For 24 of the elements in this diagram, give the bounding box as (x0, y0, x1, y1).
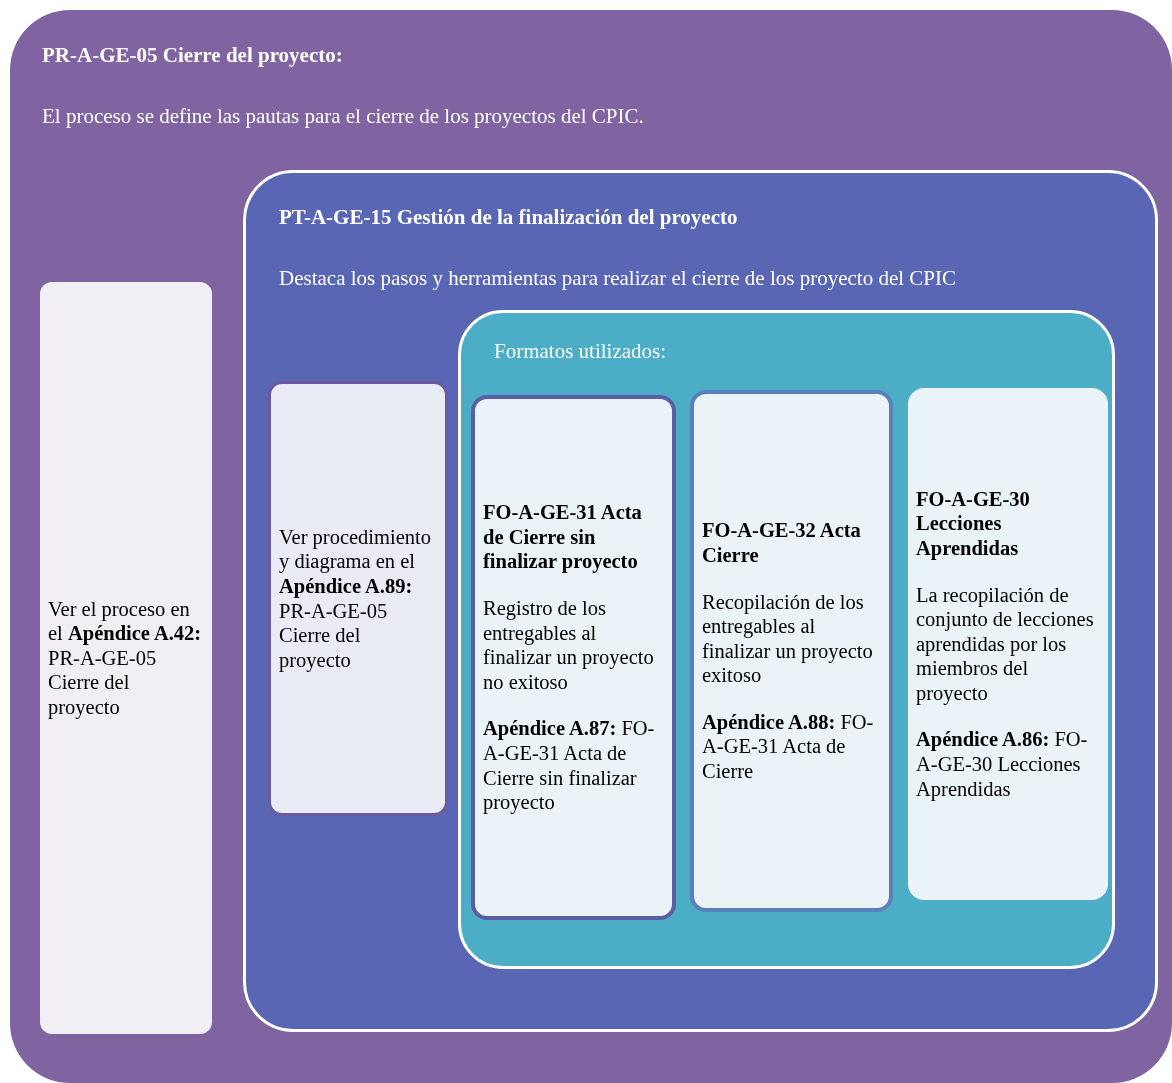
box-text: Ver el proceso en el Apéndice A.42: PR-A-GE-05 Cierre del proyecto (48, 596, 203, 720)
box-heading: PR-A-GE-05 Cierre del proyecto: (42, 43, 344, 69)
formats-panel (458, 310, 1115, 969)
box-heading: FO-A-GE-30 Lecciones Aprendidas (916, 486, 1031, 561)
format-card (690, 390, 893, 912)
box-heading: FO-A-GE-31 Acta de Cierre sin finalizar proyecto (483, 500, 643, 574)
box-heading: FO-A-GE-32 Acta Cierre (702, 518, 862, 568)
process-panel (10, 10, 1172, 1083)
reference-box (40, 282, 212, 1034)
box-text: El proceso se define las pautas para el cierre de los proyectos del CPIC. (42, 104, 645, 130)
box-text: Apéndice A.87: FO-A-GE-31 Acta de Cierre sin finalizar proyecto (483, 716, 656, 815)
reference-box (268, 381, 448, 816)
box-heading: PT-A-GE-15 Gestión de la finalización del proyecto (279, 205, 739, 231)
box-text: La recopilación de conjunto de lecciones aprendidas por los miembros del proyecto (916, 582, 1095, 706)
format-card (471, 395, 676, 920)
procedure-panel (243, 170, 1158, 1032)
box-text: Ver procedimiento y diagrama en el Apéndice A.89: PR-A-GE-05 Cierre del proyecto (279, 524, 432, 673)
box-text: Registro de los entregables al finalizar un proyecto no exitoso (483, 596, 655, 695)
box-text: Destaca los pasos y herramientas para realizar el cierre de los proyecto del CPIC (279, 266, 957, 292)
box-text: Recopilación de los entregables al finalizar un proyecto exitoso (702, 589, 874, 688)
box-text: Apéndice A.88: FO-A-GE-31 Acta de Cierre (702, 709, 875, 784)
format-card (908, 388, 1108, 900)
panel-heading: Formatos utilizados: (494, 339, 668, 365)
box-text: Apéndice A.86: FO-A-GE-30 Lecciones Aprendidas (916, 727, 1089, 802)
